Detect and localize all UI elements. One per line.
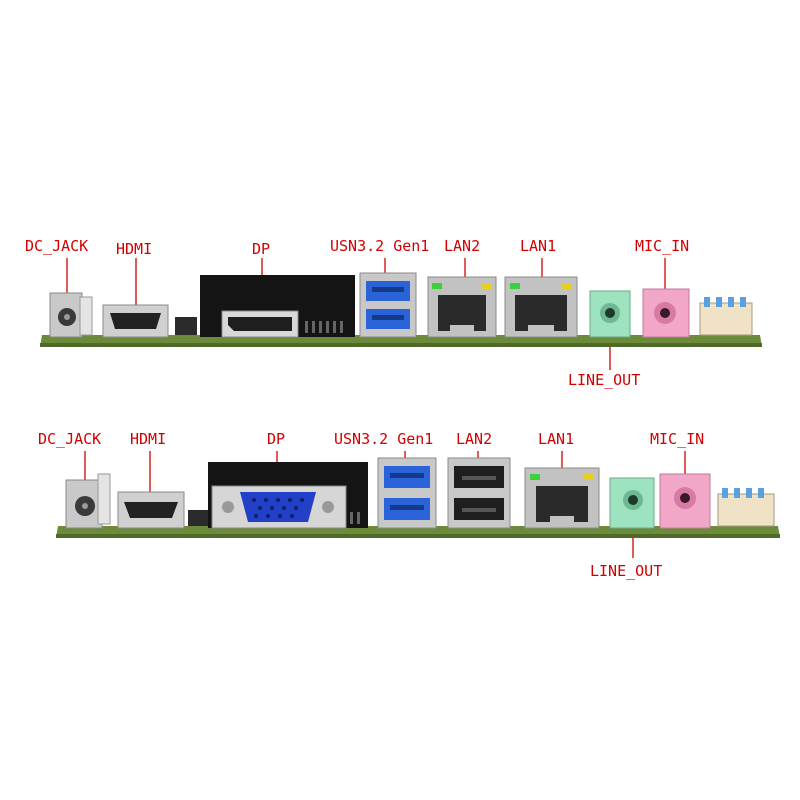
- top-label-hdmi: HDMI: [116, 240, 153, 258]
- bottom-board: DC_JACK HDMI DP USN3.2 Gen1 LAN2 LAN1 MI…: [0, 418, 800, 588]
- bottom-dp-port: [208, 462, 368, 529]
- bottom-label-lan1: LAN1: [538, 430, 575, 448]
- top-label-line-out: LINE_OUT: [568, 371, 641, 389]
- top-board-drawing: [40, 258, 762, 370]
- bottom-label-usb: USN3.2 Gen1: [334, 430, 434, 448]
- top-line-out-jack: [589, 290, 631, 338]
- bottom-board-drawing: [56, 451, 780, 558]
- bottom-label-dp: DP: [267, 430, 286, 448]
- top-label-usb: USN3.2 Gen1: [330, 237, 430, 255]
- top-dc-jack: [49, 292, 93, 338]
- top-label-mic-in: MIC_IN: [635, 237, 690, 255]
- bottom-hdmi-port: [117, 491, 208, 529]
- top-label-lan2: LAN2: [444, 237, 481, 255]
- bottom-label-mic-in: MIC_IN: [650, 430, 705, 448]
- top-pin-headers: [699, 297, 753, 336]
- top-lan2-port: [427, 276, 497, 338]
- bottom-usb-ports: [377, 457, 437, 529]
- bottom-line-out-jack: [609, 477, 655, 529]
- bottom-lan1-port: [524, 467, 600, 529]
- bottom-dc-jack: [65, 473, 111, 529]
- top-usb-ports: [359, 272, 417, 338]
- top-label-dp: DP: [252, 240, 271, 258]
- bottom-lan2-port: [447, 457, 511, 529]
- bottom-label-dc-jack: DC_JACK: [38, 430, 102, 448]
- bottom-label-line-out: LINE_OUT: [590, 562, 663, 580]
- top-mic-in-jack: [642, 288, 690, 338]
- top-hdmi-port: [102, 304, 197, 338]
- top-lan1-port: [504, 276, 578, 338]
- bottom-label-lan2: LAN2: [456, 430, 493, 448]
- top-board: DC_JACK HDMI DP USN3.2 Gen1 LAN2 LAN1 MI…: [0, 225, 800, 395]
- top-label-dc-jack: DC_JACK: [25, 237, 89, 255]
- top-label-lan1: LAN1: [520, 237, 557, 255]
- top-dp-port: [200, 275, 355, 338]
- bottom-pin-headers: [717, 488, 775, 527]
- bottom-label-hdmi: HDMI: [130, 430, 167, 448]
- bottom-mic-in-jack: [659, 473, 711, 529]
